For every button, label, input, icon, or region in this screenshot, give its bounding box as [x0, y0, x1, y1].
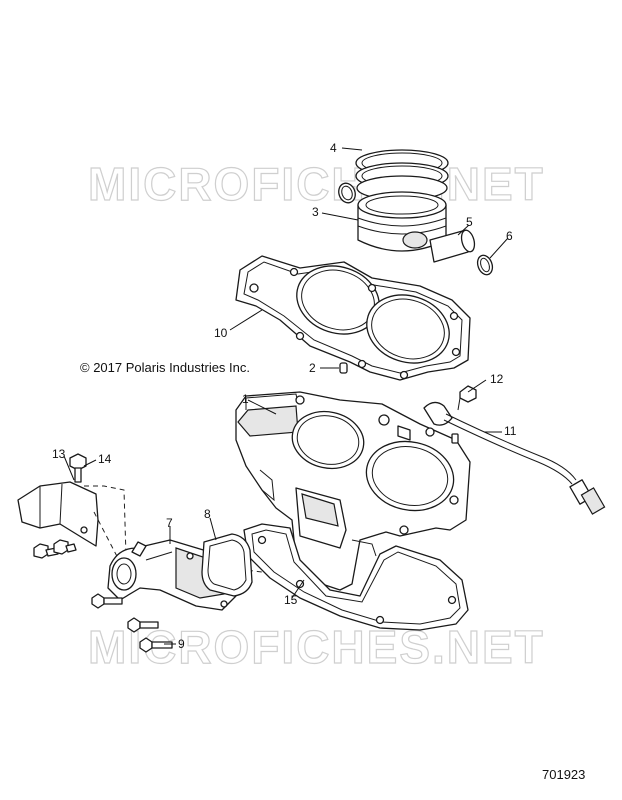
dowel-pin — [339, 362, 348, 374]
callout-8: 8 — [204, 507, 211, 521]
callout-12: 12 — [490, 372, 504, 386]
callout-4: 4 — [330, 141, 337, 155]
callout-1: 1 — [242, 392, 249, 406]
figure-id: 701923 — [542, 767, 585, 782]
bolts-left — [33, 539, 77, 559]
piston — [357, 191, 447, 252]
wrist-pin — [429, 229, 476, 263]
callout-7: 7 — [166, 516, 173, 530]
base-gasket — [243, 523, 469, 631]
circlip-right — [476, 254, 494, 276]
heat-shield — [17, 481, 99, 547]
head-gasket — [235, 255, 471, 381]
temperature-sensor — [423, 395, 606, 515]
bolts-9 — [91, 593, 173, 653]
callouts: 4 3 5 6 10 2 12 1 11 13 14 7 8 9 15 — [52, 141, 517, 651]
thermostat-housing — [107, 539, 239, 611]
callout-14: 14 — [98, 452, 112, 466]
copyright-text: © 2017 Polaris Industries Inc. — [80, 360, 250, 375]
callout-5: 5 — [466, 215, 473, 229]
callout-9: 9 — [178, 637, 185, 651]
thermostat-gasket — [201, 533, 253, 597]
watermark-top: MICROFICHES.NET — [88, 158, 545, 210]
bolt-14 — [69, 453, 87, 483]
sensor-nut — [451, 385, 477, 444]
callout-15: 15 — [284, 593, 298, 607]
callout-3: 3 — [312, 205, 319, 219]
callout-6: 6 — [506, 229, 513, 243]
leader-lines — [63, 147, 509, 645]
callout-11: 11 — [504, 424, 517, 438]
callout-2: 2 — [309, 361, 316, 375]
callout-10: 10 — [214, 326, 228, 340]
callout-13: 13 — [52, 447, 66, 461]
circlip-left — [338, 182, 356, 204]
